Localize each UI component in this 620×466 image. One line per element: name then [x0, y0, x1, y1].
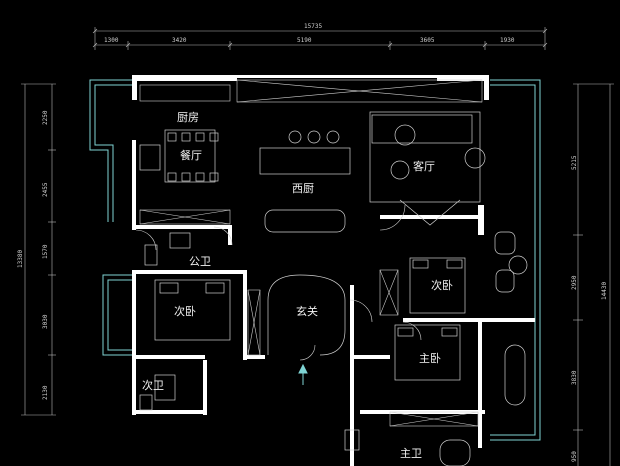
- dim-right-seg-1: 5215: [571, 155, 578, 170]
- dim-top-seg-4: 3605: [420, 37, 435, 44]
- dim-top-seg-1: 1300: [104, 37, 119, 44]
- room-label-dining: 餐厅: [180, 149, 202, 162]
- dim-top-total: 15735: [304, 23, 323, 30]
- furniture: [139, 111, 528, 466]
- dim-top-seg-2: 3420: [172, 37, 187, 44]
- dim-top-seg-3: 5190: [297, 37, 312, 44]
- room-label-master-bath: 主卫: [400, 447, 422, 460]
- dim-right-total: 14430: [601, 281, 608, 300]
- room-label-entrance: 玄关: [296, 305, 318, 318]
- dim-right-seg-3: 3830: [571, 370, 578, 385]
- room-label-living: 客厅: [413, 160, 435, 173]
- dim-right-seg-4: 950: [571, 451, 578, 462]
- room-label-bedroom-right: 次卧: [431, 279, 453, 292]
- dim-right-seg-2: 2950: [571, 275, 578, 290]
- dim-left-total: 13380: [17, 249, 24, 268]
- dim-left-seg-3: 1570: [42, 244, 49, 259]
- room-label-master-bedroom: 主卧: [419, 352, 441, 365]
- dim-left-seg-5: 2130: [42, 385, 49, 400]
- top-dimension-lines: [92, 27, 548, 50]
- window-frames: [89, 79, 541, 441]
- entry-arrow-icon: [298, 363, 308, 385]
- room-label-western-kitchen: 西厨: [292, 182, 314, 195]
- walls: [132, 75, 535, 466]
- door-swings: [135, 204, 422, 361]
- cabinets: [139, 79, 483, 427]
- left-dimension-lines: [21, 83, 56, 416]
- room-label-bedroom-left: 次卧: [174, 305, 196, 318]
- room-label-second-bath: 次卫: [142, 379, 164, 392]
- room-label-kitchen: 厨房: [177, 111, 199, 124]
- room-label-public-bath: 公卫: [189, 255, 211, 268]
- dim-left-seg-1: 2250: [42, 110, 49, 125]
- dim-left-seg-4: 3030: [42, 314, 49, 329]
- dim-top-seg-5: 1930: [500, 37, 515, 44]
- right-dimension-lines: [573, 83, 614, 466]
- dim-left-seg-2: 2455: [42, 182, 49, 197]
